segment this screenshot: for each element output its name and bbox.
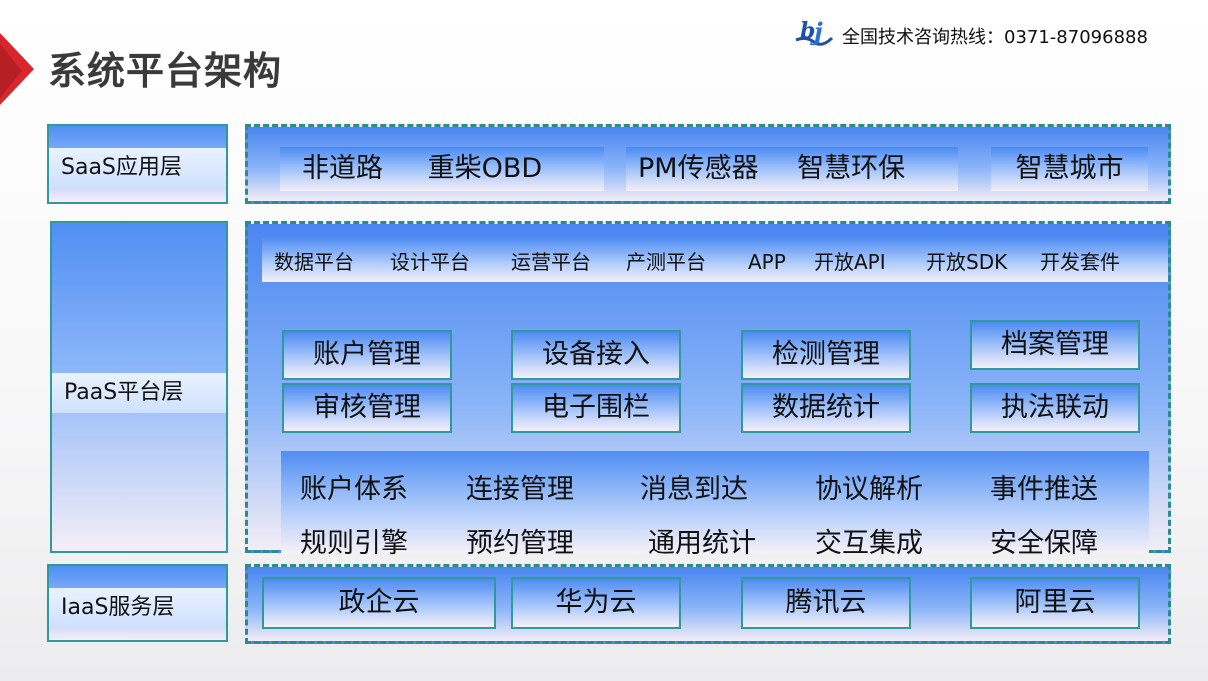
saas-app: 非道路	[302, 153, 383, 184]
core-item: 协议解析	[815, 474, 923, 505]
module-box: 检测管理	[741, 330, 911, 380]
core-item: 事件推送	[990, 474, 1098, 505]
platform-item: 运营平台	[511, 250, 591, 274]
hotline-text: 全国技术咨询热线：0371-87096888	[842, 27, 1148, 48]
core-item: 通用统计	[648, 528, 756, 559]
core-item: 预约管理	[466, 528, 574, 559]
cloud-provider-box: 政企云	[262, 577, 496, 629]
paas-layer-panel: PaaS平台层	[50, 221, 228, 553]
core-capabilities-panel	[281, 451, 1149, 553]
iaas-layer-panel: IaaS服务层	[47, 564, 228, 642]
module-box: 电子围栏	[511, 383, 681, 433]
saas-app-group-1: 非道路 重柴OBD	[280, 147, 604, 191]
core-item: 交互集成	[815, 528, 923, 559]
svg-text:j: j	[810, 17, 823, 46]
company-logo-icon: b j	[795, 17, 834, 46]
saas-layer-panel: SaaS应用层	[47, 124, 228, 204]
saas-app-group-2: PM传感器 智慧环保	[626, 147, 958, 191]
core-item: 账户体系	[300, 474, 408, 505]
paas-layer-label: PaaS平台层	[52, 373, 226, 413]
cloud-provider-box: 阿里云	[970, 577, 1140, 629]
module-box: 执法联动	[970, 383, 1140, 433]
core-item: 消息到达	[640, 474, 748, 505]
platform-item: 数据平台	[274, 250, 354, 274]
saas-app-group-3: 智慧城市	[991, 147, 1148, 191]
platform-item: 开发套件	[1040, 250, 1120, 274]
platform-item: 产测平台	[626, 250, 706, 274]
cloud-provider-box: 华为云	[511, 577, 681, 629]
module-box: 设备接入	[511, 330, 681, 380]
module-box: 数据统计	[741, 383, 911, 433]
saas-app: 重柴OBD	[427, 153, 543, 184]
module-box: 账户管理	[282, 330, 452, 380]
platform-item: APP	[748, 250, 786, 274]
core-item: 安全保障	[990, 528, 1098, 559]
saas-app: PM传感器	[638, 153, 759, 184]
platform-item: 开放SDK	[926, 250, 1008, 274]
platform-item: 设计平台	[390, 250, 470, 274]
saas-app: 智慧环保	[797, 153, 906, 184]
platform-item: 开放API	[814, 250, 886, 274]
saas-app: 智慧城市	[1015, 153, 1124, 184]
core-item: 规则引擎	[300, 528, 408, 559]
svg-text:b: b	[800, 18, 815, 44]
platform-strip	[262, 238, 1168, 282]
saas-layer-label: SaaS应用层	[49, 148, 226, 188]
cloud-provider-box: 腾讯云	[741, 577, 911, 629]
title-accent-shadow	[0, 44, 22, 98]
page-title: 系统平台架构	[48, 49, 283, 93]
core-item: 连接管理	[466, 474, 574, 505]
iaas-layer-label: IaaS服务层	[49, 588, 226, 628]
module-box: 档案管理	[970, 320, 1140, 370]
module-box: 审核管理	[282, 383, 452, 433]
